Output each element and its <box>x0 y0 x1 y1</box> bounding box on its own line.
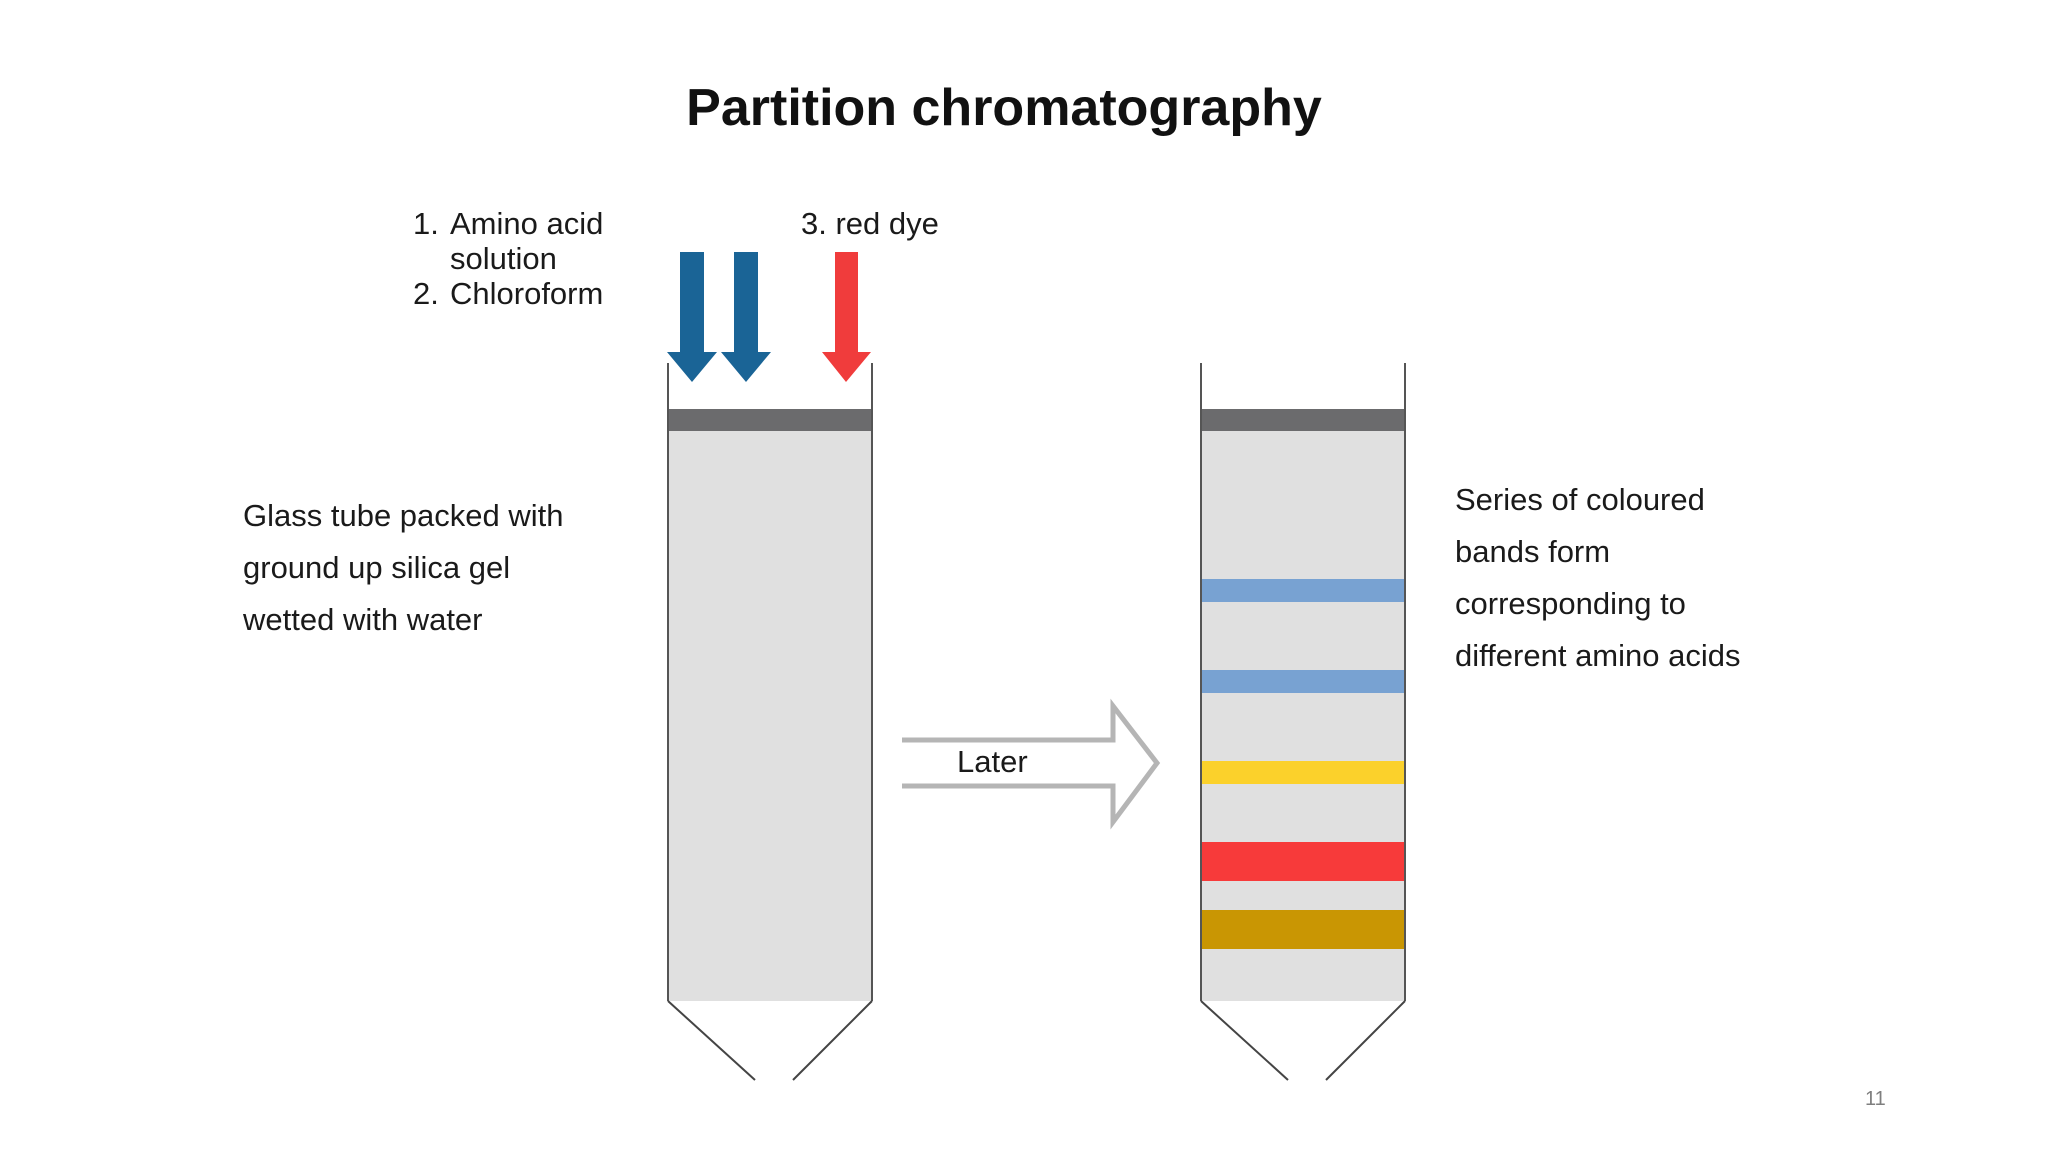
column-packing <box>1201 409 1405 1001</box>
band-5 <box>1201 910 1405 949</box>
input-arrows <box>667 252 871 382</box>
description-line: bands form <box>1455 534 1611 569</box>
step-1-continued: solution <box>450 241 557 276</box>
column-before <box>667 363 873 1081</box>
column-top-cap <box>668 409 872 431</box>
step-2: 2. Chloroform <box>413 276 603 311</box>
description-line: Glass tube packed with <box>243 498 564 533</box>
blue-arrow-amino-acid <box>667 252 717 382</box>
slide-title: Partition chromatography <box>686 79 1322 137</box>
glass-tube-description: Glass tube packed with ground up silica … <box>243 490 663 646</box>
red-arrow-dye <box>822 252 871 382</box>
step-number: 2. <box>413 276 439 311</box>
column-tip <box>667 1000 756 1081</box>
bands-description: Series of coloured bands form correspond… <box>1455 474 1875 682</box>
description-line: ground up silica gel <box>243 550 511 585</box>
band-2 <box>1201 670 1405 693</box>
step-1: 1. Amino acid <box>413 206 603 241</box>
band-3 <box>1201 761 1405 784</box>
page-number: 11 <box>1865 1088 1886 1110</box>
column-tip <box>1200 1000 1289 1081</box>
step-text: Amino acid <box>450 206 604 241</box>
description-line: Series of coloured <box>1455 482 1705 517</box>
blue-arrow-chloroform <box>721 252 771 382</box>
band-1 <box>1201 579 1405 602</box>
step-text: Chloroform <box>450 276 604 311</box>
input-steps: 1. Amino acid solution 2. Chloroform <box>413 206 603 311</box>
step-number: 1. <box>413 206 439 241</box>
band-4 <box>1201 842 1405 881</box>
description-line: wetted with water <box>243 602 483 637</box>
bands-group <box>1201 579 1405 949</box>
later-label: Later <box>957 744 1028 779</box>
later-arrow <box>902 698 1161 830</box>
column-packing <box>668 409 872 1001</box>
description-line: corresponding to <box>1455 586 1686 621</box>
column-after <box>1200 363 1406 1081</box>
red-dye-label: 3. red dye <box>801 206 939 241</box>
column-top-cap <box>1201 409 1405 431</box>
description-line: different amino acids <box>1455 638 1741 673</box>
